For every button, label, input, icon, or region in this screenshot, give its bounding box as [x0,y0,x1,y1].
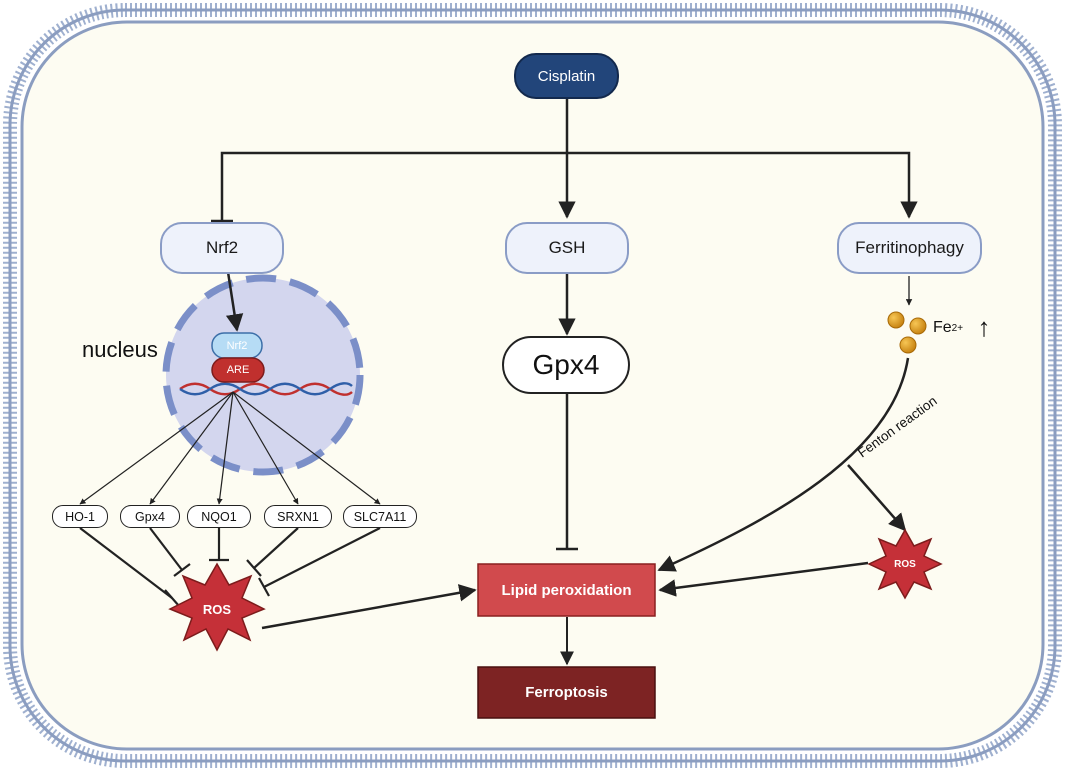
gene-srxn1: SRXN1 [264,505,332,528]
fenton-to-ros-arrow [847,464,907,532]
gene-ho-1: HO-1 [52,505,108,528]
gpx4-node: Gpx4 [502,336,630,394]
nrf2-are-complex [211,332,265,383]
gene-induction-arrows [79,391,381,505]
iron-charge: 2+ [951,322,964,334]
nrf2-node: Nrf2 [160,222,284,274]
dna-helix [179,382,353,396]
ferroptosis-label: Ferroptosis [525,684,608,701]
nucleus-label: nucleus [82,337,158,362]
nrf2-translocation-arrow [225,271,244,332]
iron-particles [887,311,927,354]
ros-burst-right [867,528,943,600]
iron-increase-arrow: ↑ [977,311,991,342]
cisplatin-node: Cisplatin [514,53,619,99]
gene-gpx4: Gpx4 [120,505,180,528]
fenton-reaction-arrow [657,357,910,572]
are-label: ARE [226,364,250,376]
lipid-peroxidation-box [477,563,656,617]
ros-to-lipid-arrow [261,584,477,630]
ros-right-label: ROS [894,558,916,570]
iron-symbol: Fe [933,319,952,336]
gene-nqo1: NQO1 [187,505,251,528]
ferritinophagy-node: Ferritinophagy [837,222,982,274]
ros-left-label: ROS [202,601,232,617]
lipid-peroxidation-label: Lipid peroxidation [501,581,632,599]
gene-slc7a11: SLC7A11 [343,505,417,528]
gsh-gpx4-lines [556,272,578,551]
nrf2-small-label: Nrf2 [226,339,248,352]
ros-burst-left [168,562,266,652]
ros-right-to-lipid-arrow [658,561,869,597]
cisplatin-branches [211,95,918,223]
gene-ros-inhibition [79,527,381,607]
gsh-node: GSH [505,222,629,274]
ferroptosis-box [477,666,656,719]
